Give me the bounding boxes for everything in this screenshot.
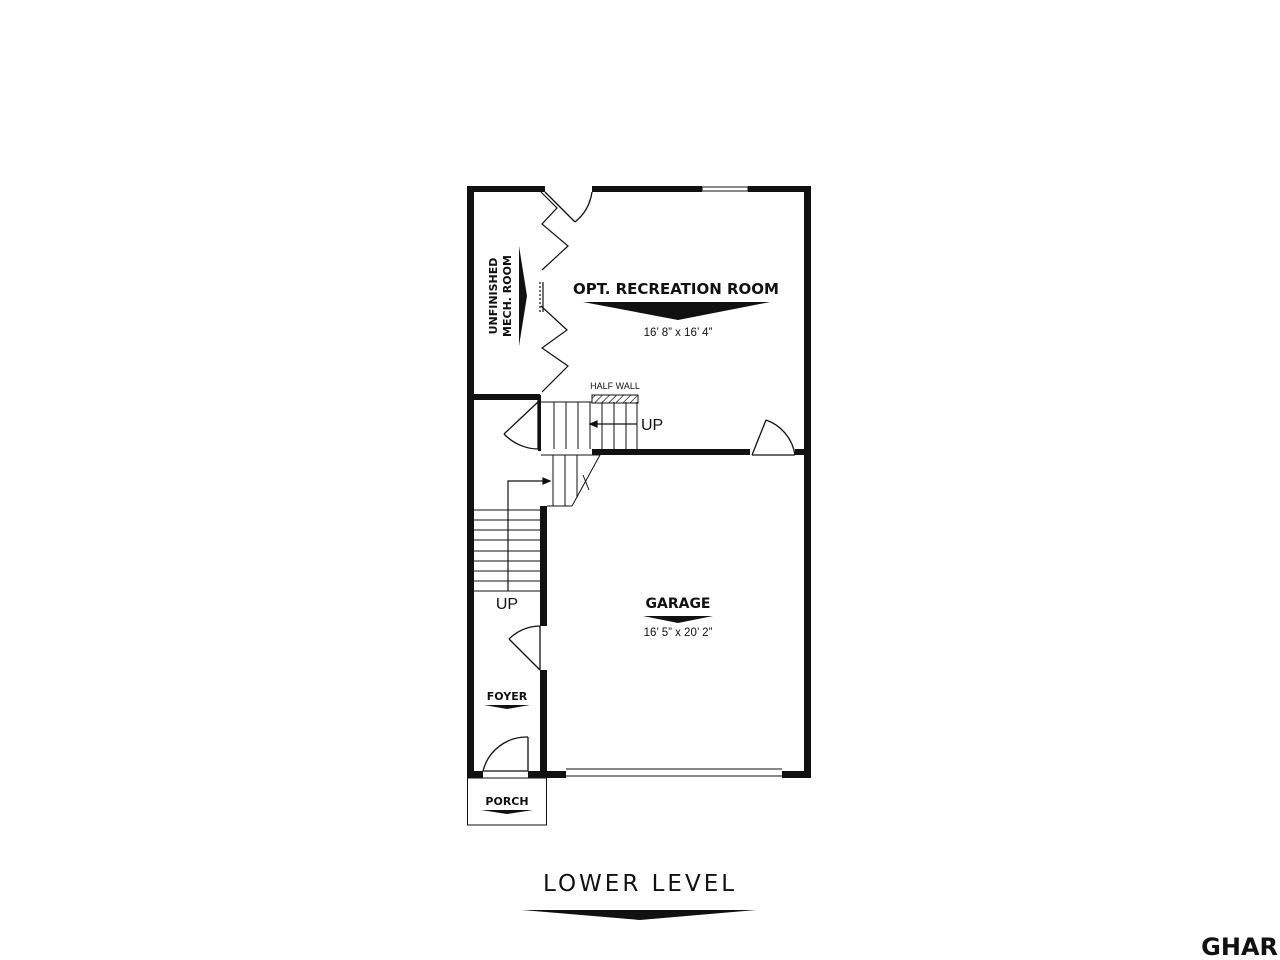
door-hall-upper — [503, 400, 539, 450]
garage-dims: 16’ 5” x 20’ 2” — [644, 627, 713, 639]
porch-outline — [467, 777, 547, 826]
foyer-name: FOYER — [487, 690, 528, 703]
stair-arrow-upper — [588, 420, 637, 428]
door-foyer-garage — [508, 625, 541, 671]
half-wall-label: HALF WALL — [590, 381, 640, 391]
foyer-label-pointer — [484, 705, 530, 709]
porch-label-pointer — [481, 810, 533, 814]
room-label-pointer — [583, 302, 770, 320]
stair-up-upper-label: UP — [641, 417, 663, 434]
door-garage-rec — [751, 419, 796, 456]
porch-label: PORCH — [481, 795, 533, 814]
interior-walls — [474, 394, 804, 771]
level-title: LOWER LEVEL — [522, 871, 756, 920]
garage-door-opening — [566, 768, 782, 777]
porch-name: PORCH — [485, 795, 528, 808]
foyer-label: FOYER — [484, 690, 530, 709]
half-wall — [591, 394, 639, 404]
door-top-entry — [544, 191, 593, 223]
level-title-text: LOWER LEVEL — [543, 871, 737, 897]
stairs-upper — [541, 401, 638, 507]
mech-room-line1: UNFINISHED — [487, 258, 500, 335]
stair-arrow-lower — [507, 477, 552, 591]
door-front-entry — [482, 736, 529, 772]
mech-room-line2: MECH. ROOM — [501, 255, 514, 337]
exterior-walls — [467, 186, 811, 778]
recreation-room-dims: 16’ 8” x 16’ 4” — [644, 327, 713, 339]
bifold-doors — [539, 191, 569, 393]
stair-up-lower-label: UP — [496, 596, 518, 613]
garage-label-pointer — [643, 616, 713, 623]
level-title-pointer — [522, 910, 756, 920]
mech-room-label: UNFINISHED MECH. ROOM — [487, 246, 527, 346]
window-top — [701, 186, 749, 192]
brand-logo: GHAR — [1201, 933, 1278, 960]
stairs-lower — [474, 509, 540, 592]
recreation-room-label: OPT. RECREATION ROOM 16’ 8” x 16’ 4” — [573, 280, 779, 339]
garage-label: GARAGE 16’ 5” x 20’ 2” — [643, 596, 713, 639]
mech-label-pointer — [519, 246, 527, 346]
garage-name: GARAGE — [646, 596, 711, 612]
recreation-room-name: OPT. RECREATION ROOM — [573, 280, 779, 298]
